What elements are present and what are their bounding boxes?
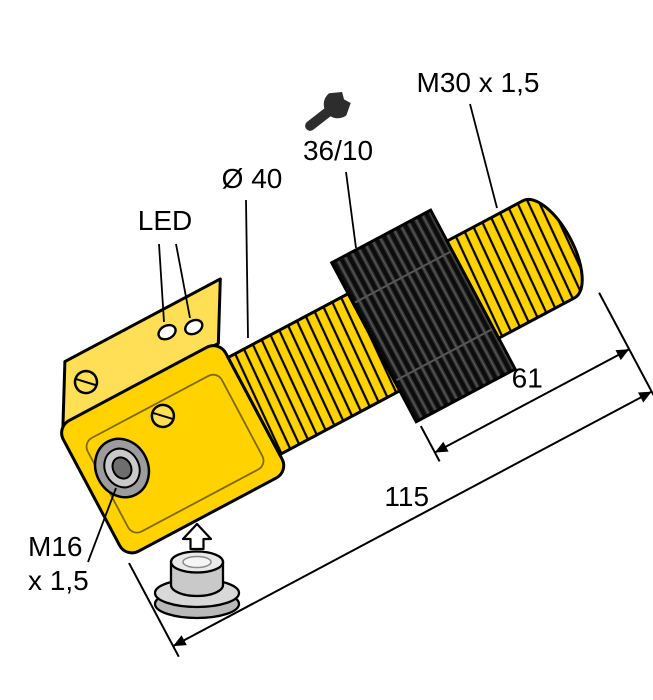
corner-screw-icon xyxy=(150,403,176,429)
label-gland-size-line2: x 1,5 xyxy=(28,565,89,596)
label-dim-61: 61 xyxy=(512,363,543,394)
label-dim-115: 115 xyxy=(384,481,429,512)
wrench-icon xyxy=(305,92,351,131)
dim-extension-rear xyxy=(598,292,653,398)
rear-thread-barrel xyxy=(445,197,584,341)
label-gland-size-line1: M16 xyxy=(28,531,82,562)
leader-line-m30 xyxy=(469,103,498,209)
label-thread-size: M30 x 1,5 xyxy=(417,67,540,98)
nut-facet-line xyxy=(354,250,451,304)
sensor-assembly: 61 115 xyxy=(60,197,653,658)
up-arrow-icon xyxy=(181,522,213,551)
label-wrench-size: 36/10 xyxy=(303,135,373,166)
blind-plug xyxy=(153,550,241,620)
leader-line-m16 xyxy=(87,487,117,563)
leader-line-led-2 xyxy=(175,243,191,319)
leader-line-diameter xyxy=(245,199,249,339)
m16-thread-hole xyxy=(93,437,151,499)
led-dot-2 xyxy=(184,318,204,336)
leader-line-led-1 xyxy=(158,243,165,323)
leader-line-wrench-size xyxy=(345,171,357,249)
led-dot-1 xyxy=(157,323,177,341)
dim-extension-front xyxy=(128,562,180,658)
label-diameter: Ø 40 xyxy=(222,163,283,194)
dim-line-115 xyxy=(172,390,653,647)
corner-screw-icon xyxy=(73,369,99,395)
dim-extension-nut xyxy=(419,425,441,462)
label-led: LED xyxy=(138,205,192,236)
